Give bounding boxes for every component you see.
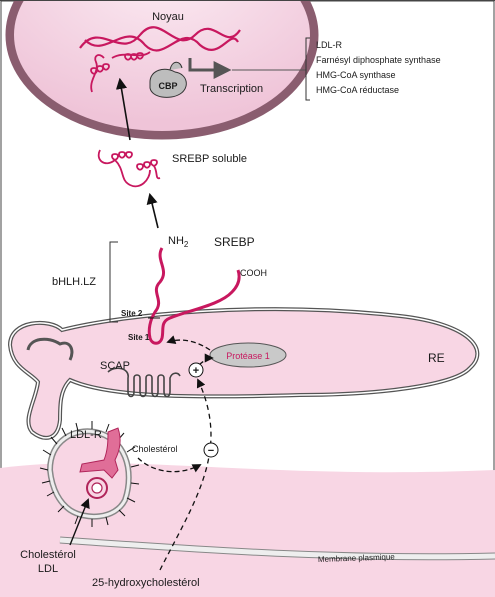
import-arrow [115, 77, 131, 141]
nucleus-label: Noyau [152, 11, 184, 23]
srebp-membrane [147, 247, 241, 345]
bhlh-bracket [109, 241, 118, 323]
svg-text:+: + [193, 365, 199, 377]
cholesterol-arrow [137, 457, 202, 473]
bhlh-label: bHLH.LZ [52, 276, 96, 288]
transcription-arrow [188, 58, 232, 79]
gene-item: HMG-CoA synthase [316, 70, 396, 80]
plasma-membrane-label: Membrane plasmique [318, 552, 396, 564]
inhibition-sign [203, 442, 219, 458]
gene-list-bracket [305, 37, 310, 101]
srebp-soluble [97, 149, 161, 188]
site2-label: Site 2 [121, 309, 143, 318]
nucleus [5, 0, 319, 140]
cholesterol-ldl-label-1: Cholestérol [20, 549, 76, 561]
scap-protein [107, 367, 181, 398]
cholesterol-label: Cholestérol [132, 444, 178, 454]
srebp-soluble-label: SREBP soluble [172, 153, 247, 165]
cooh-label: COOH [240, 268, 267, 278]
cholesterol-ldl-label-2: LDL [38, 563, 58, 575]
gene-item: Farnésyl diphosphate synthase [316, 55, 441, 65]
gene-list: LDL-R Farnésyl diphosphate synthase HMG-… [316, 40, 441, 95]
transcription-label: Transcription [200, 83, 263, 95]
ldl-uptake-arrow [69, 498, 90, 546]
protease-action-arrow [166, 335, 211, 351]
ldlr-label: LDL-R [70, 429, 102, 441]
srebp-label: SREBP [214, 235, 255, 249]
cleavage-arrow [146, 192, 159, 229]
srebp-nuclear [90, 51, 151, 93]
ldl-receptor [79, 427, 121, 499]
activation-sign [188, 362, 204, 378]
nh2-label: NH2 [168, 235, 189, 249]
svg-text:−: − [208, 445, 214, 457]
hydroxycholesterol-label: 25-hydroxycholestérol [92, 577, 200, 589]
protease-label: Protéase 1 [226, 351, 270, 361]
cbp-label: CBP [158, 81, 177, 91]
gene-item: HMG-CoA réductase [316, 85, 399, 95]
cbp-protein: CBP [149, 61, 187, 98]
gene-item: LDL-R [316, 40, 343, 50]
scap-label: SCAP [100, 360, 130, 372]
endoplasmic-reticulum [7, 307, 480, 440]
er-label: RE [428, 351, 445, 365]
dna-strand [79, 26, 241, 52]
site1-label: Site 1 [128, 333, 150, 342]
hydroxy-pathway-arrow [159, 378, 212, 571]
